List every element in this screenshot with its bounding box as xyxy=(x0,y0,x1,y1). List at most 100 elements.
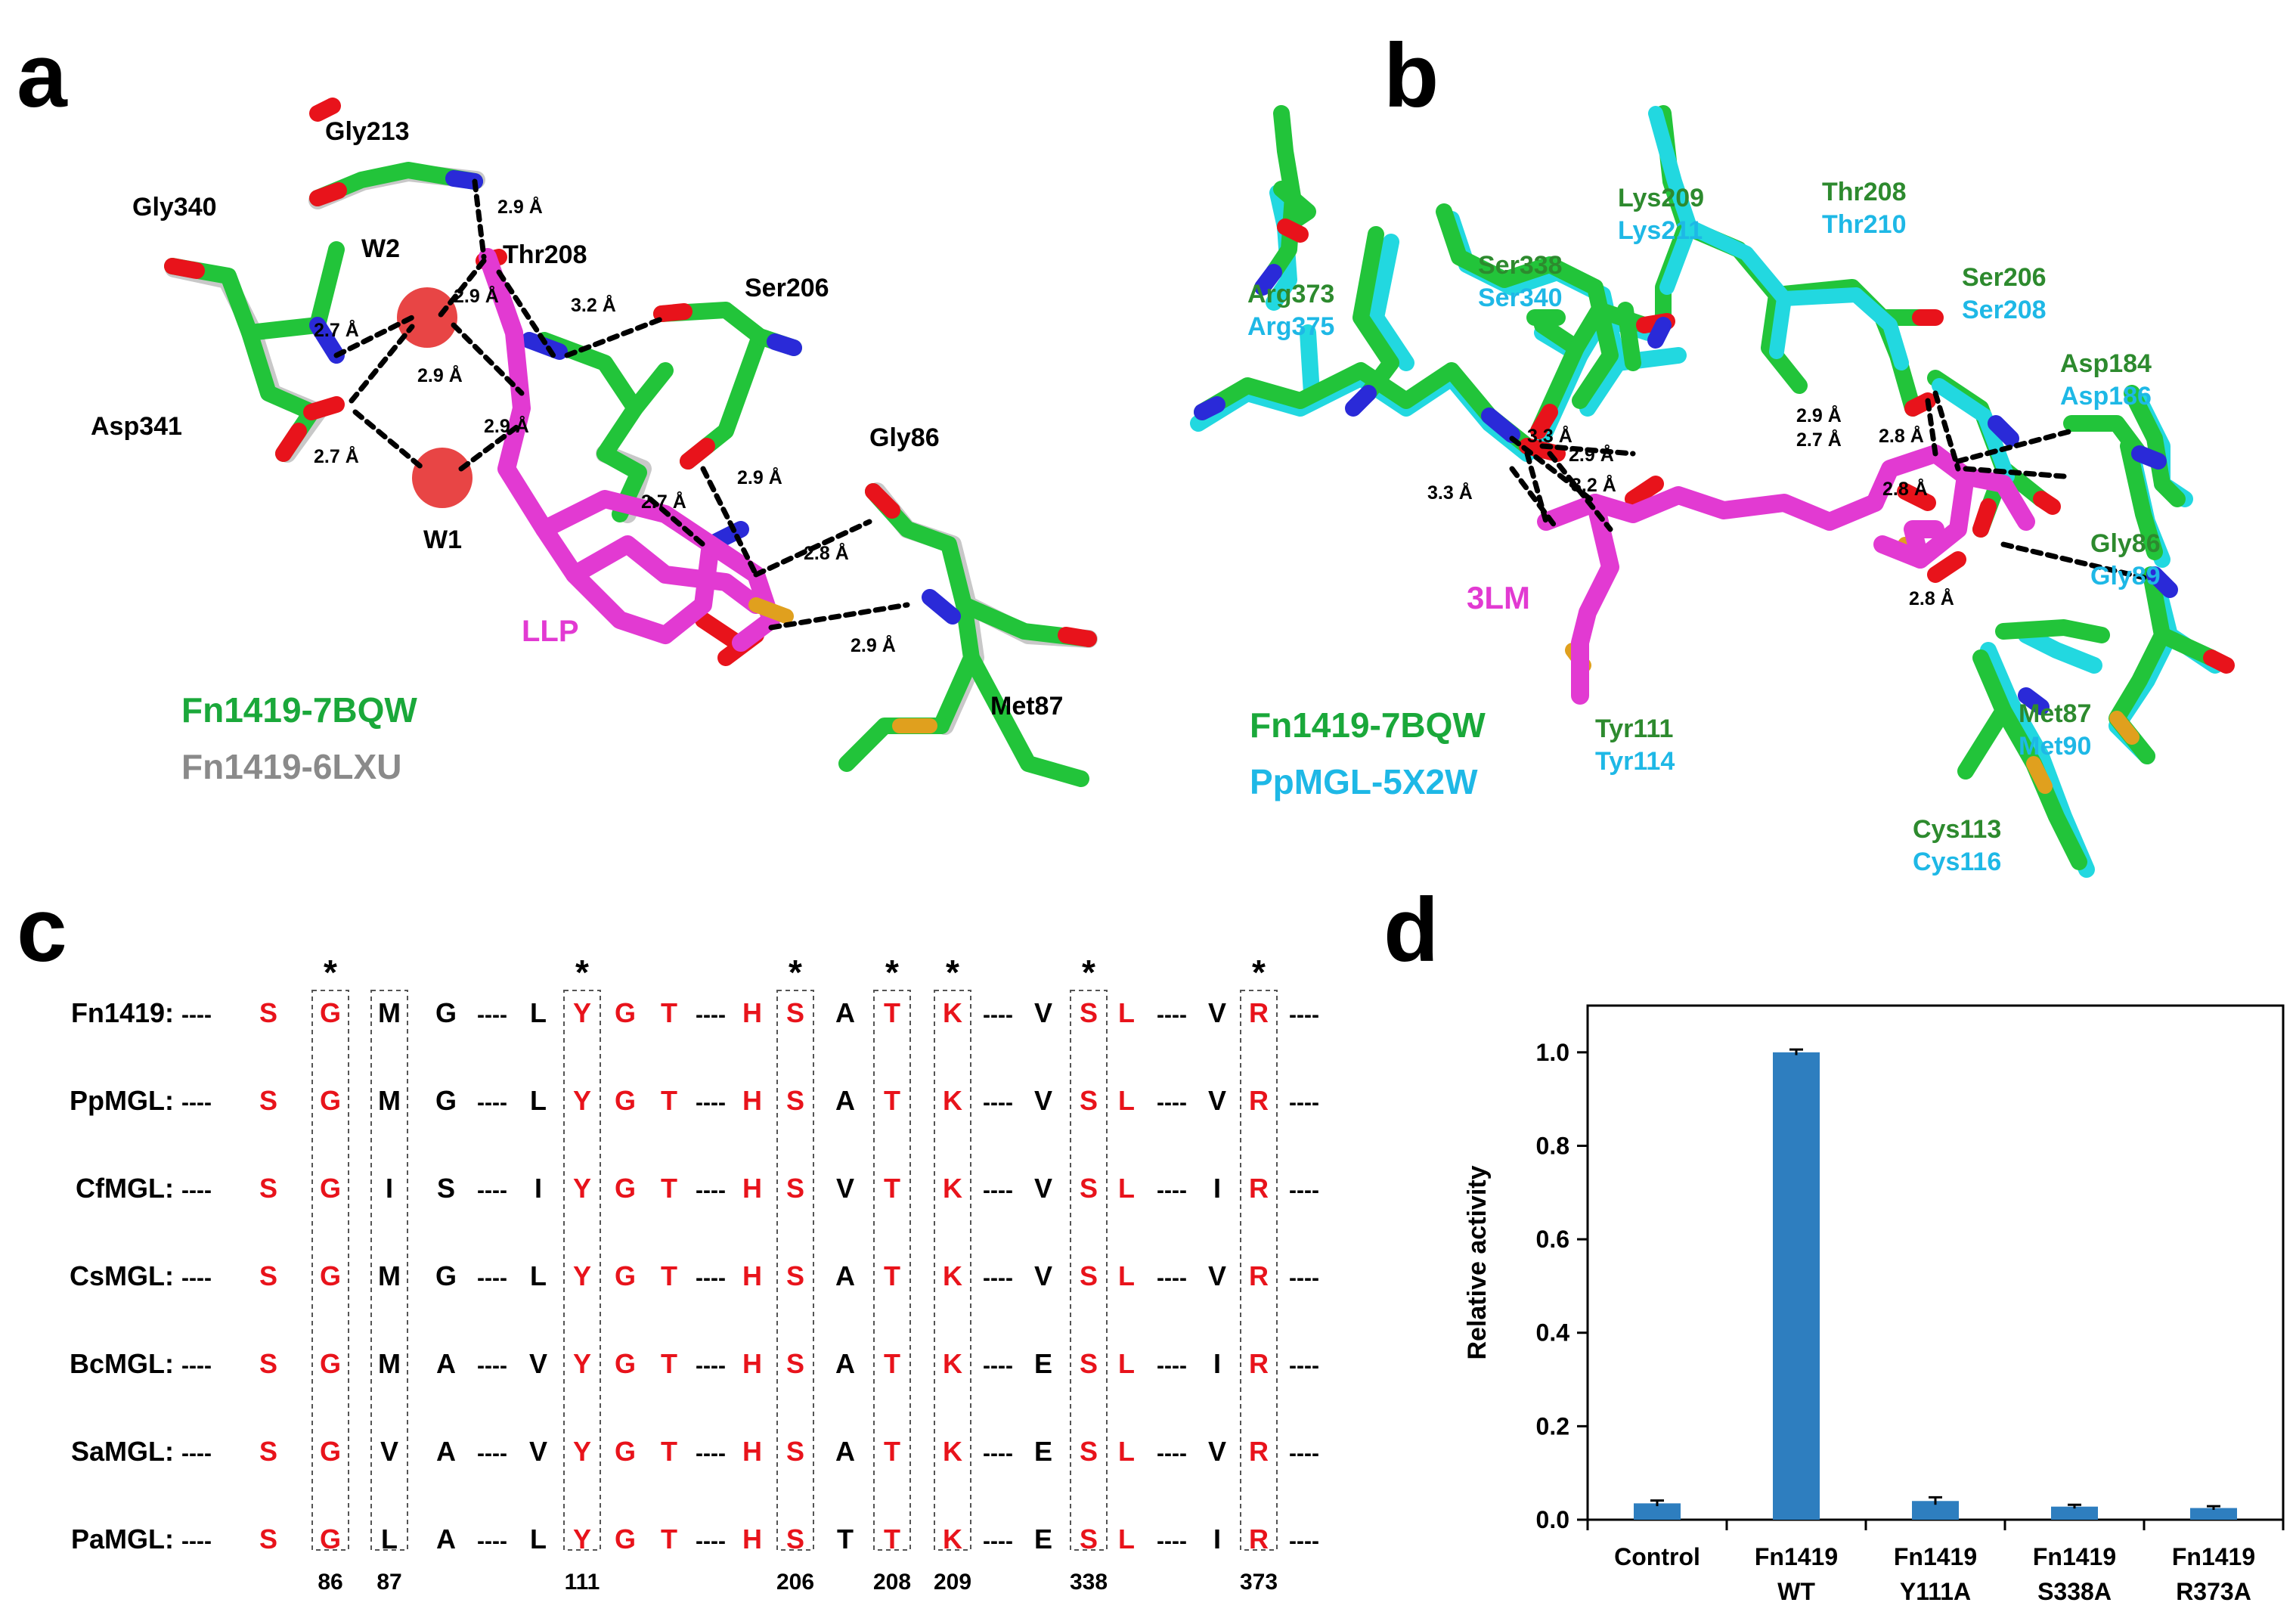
position-number: 373 xyxy=(1240,1570,1278,1595)
label-met87: Met87 xyxy=(990,692,1063,721)
sequence-name: CfMGL: xyxy=(76,1173,174,1204)
residue-letter: V xyxy=(1208,1260,1226,1291)
plot-frame xyxy=(1586,1004,2285,1521)
residue-letter: S xyxy=(1080,1260,1098,1291)
residue-letter: R xyxy=(1249,997,1269,1028)
conserved-star: * xyxy=(324,953,337,992)
residue-letter: G xyxy=(435,1260,457,1291)
gap-dashes: ---- xyxy=(1157,1266,1187,1291)
gap-dashes: ---- xyxy=(1289,1003,1319,1028)
label-w2: W2 xyxy=(361,234,400,263)
y-tick-label: 1.0 xyxy=(1536,1039,1569,1066)
bar xyxy=(1634,1503,1681,1520)
residue-letter: L xyxy=(1118,1436,1135,1467)
dist-a-10: 2.8 Å xyxy=(804,542,849,564)
gap-dashes: ---- xyxy=(1157,1003,1187,1028)
residue-letter: V xyxy=(1208,997,1226,1028)
residue-letter: S xyxy=(1080,1436,1098,1467)
y-tick-label: 0.4 xyxy=(1536,1319,1570,1347)
label-ser208: Ser208 xyxy=(1962,296,2047,324)
residue-letter: I xyxy=(386,1173,393,1204)
residue-letter: L xyxy=(1118,997,1135,1028)
residue-letter: G xyxy=(320,1085,341,1116)
residue-letter: L xyxy=(1118,1260,1135,1291)
residue-letter: A xyxy=(835,1348,855,1379)
panel-a-structure: Gly213 Gly340 W2 Thr208 Ser206 Asp341 W1… xyxy=(91,98,1098,787)
residue-letter: S xyxy=(1080,1523,1098,1554)
residue-letter: K xyxy=(943,1173,962,1204)
residue-letter: G xyxy=(615,1260,636,1291)
residue-letter: S xyxy=(786,1523,804,1554)
label-gly340: Gly340 xyxy=(132,193,217,222)
residue-letter: Y xyxy=(573,1173,591,1204)
residue-letter: S xyxy=(786,1260,804,1291)
gap-dashes: ---- xyxy=(1289,1529,1319,1554)
gap-dashes: ---- xyxy=(1289,1266,1319,1291)
label-thr208: Thr208 xyxy=(1822,178,1907,206)
gap-dashes: ---- xyxy=(181,1090,212,1115)
conserved-star: * xyxy=(789,953,802,992)
residue-letter: I xyxy=(1213,1173,1221,1204)
gap-dashes: ---- xyxy=(1289,1178,1319,1203)
label-ser340: Ser340 xyxy=(1478,284,1563,312)
position-number: 338 xyxy=(1070,1570,1108,1595)
panel-letter-b: b xyxy=(1383,25,1439,126)
gap-dashes: ---- xyxy=(696,1090,726,1115)
residue-letter: R xyxy=(1249,1523,1269,1554)
residue-letter: G xyxy=(615,1436,636,1467)
residue-letter: Y xyxy=(573,1523,591,1554)
dist-b-3: 3.2 Å xyxy=(1571,474,1616,496)
gap-dashes: ---- xyxy=(1157,1353,1187,1378)
residue-letter: H xyxy=(742,1085,762,1116)
gap-dashes: ---- xyxy=(477,1441,507,1466)
label-lys209: Lys209 xyxy=(1618,184,1704,212)
residue-letter: I xyxy=(534,1173,542,1204)
gap-dashes: ---- xyxy=(983,1353,1013,1378)
dist-a-9: 2.7 Å xyxy=(641,491,686,513)
residue-letter: L xyxy=(530,1523,547,1554)
residue-letter: L xyxy=(1118,1348,1135,1379)
conserved-star: * xyxy=(1252,953,1266,992)
sequence-name: PaMGL: xyxy=(71,1523,174,1554)
label-ser338: Ser338 xyxy=(1478,251,1563,280)
residue-letter: H xyxy=(742,1436,762,1467)
residue-letter: K xyxy=(943,1523,962,1554)
gap-dashes: ---- xyxy=(1157,1090,1187,1115)
residue-letter: E xyxy=(1034,1348,1052,1379)
residue-letter: T xyxy=(661,1085,677,1116)
label-thr210: Thr210 xyxy=(1822,210,1907,239)
position-number: 208 xyxy=(873,1570,911,1595)
gap-dashes: ---- xyxy=(477,1353,507,1378)
residue-letter: Y xyxy=(573,1260,591,1291)
residue-letter: S xyxy=(786,1436,804,1467)
residue-letter: T xyxy=(884,1436,900,1467)
residue-letter: A xyxy=(436,1523,456,1554)
residue-letter: S xyxy=(259,1348,277,1379)
conserved-star: * xyxy=(575,953,589,992)
gap-dashes: ---- xyxy=(181,1178,212,1203)
residue-letter: S xyxy=(786,1348,804,1379)
residue-letter: K xyxy=(943,1436,962,1467)
label-w1: W1 xyxy=(423,525,462,554)
gap-dashes: ---- xyxy=(696,1353,726,1378)
dist-a-11: 2.9 Å xyxy=(851,634,896,656)
dist-b-9: 2.8 Å xyxy=(1909,587,1954,609)
residue-letter: L xyxy=(530,997,547,1028)
gap-dashes: ---- xyxy=(181,1529,212,1554)
bar xyxy=(1773,1052,1820,1520)
residue-letter: V xyxy=(836,1173,854,1204)
residue-letter: S xyxy=(437,1173,455,1204)
residue-letter: K xyxy=(943,997,962,1028)
residue-letter: A xyxy=(835,1260,855,1291)
residue-letter: T xyxy=(884,1523,900,1554)
gap-dashes: ---- xyxy=(1157,1441,1187,1466)
gap-dashes: ---- xyxy=(696,1441,726,1466)
alignment-box xyxy=(934,990,971,1551)
water-spheres xyxy=(397,287,473,508)
residue-letter: G xyxy=(435,997,457,1028)
residue-letter: A xyxy=(436,1436,456,1467)
phosphate-sticks xyxy=(748,597,937,733)
label-3lm: 3LM xyxy=(1467,580,1530,615)
